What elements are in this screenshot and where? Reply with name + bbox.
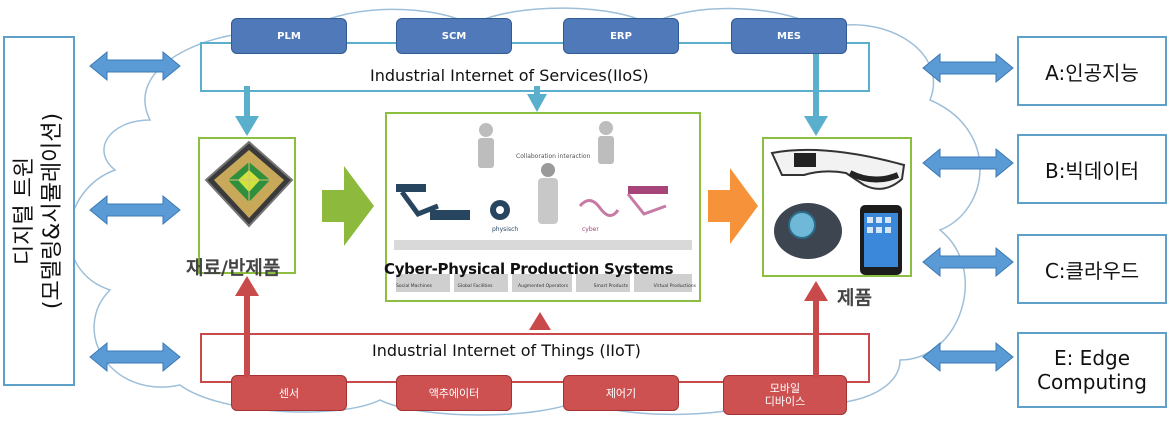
down-arrow-product <box>804 116 828 136</box>
right-box-ai-label: A:인공지능 <box>1045 60 1139 85</box>
cps-bottom-label: Social Machines <box>396 284 432 289</box>
orange-right-arrow <box>708 168 758 244</box>
chip-plm: PLM <box>231 18 347 54</box>
cps-bottom-label: Global Facilities <box>457 284 493 289</box>
right-double-arrow-4 <box>922 341 1014 373</box>
cps-cyber-label: cyber <box>582 226 599 233</box>
chip-mobile-device: 모바일 디바이스 <box>723 375 847 415</box>
product-label: 제품 <box>837 287 872 309</box>
product-devices <box>770 148 906 275</box>
cps-title: Cyber-Physical Production Systems <box>384 260 674 278</box>
right-double-arrow-3 <box>922 246 1014 278</box>
materials-label: 재료/반제품 <box>186 257 281 279</box>
cps-bottom-label: Augmented Operators <box>518 284 569 289</box>
cps-bottom-label: Smart Products <box>593 284 629 289</box>
things-band <box>200 333 870 383</box>
cps-bottom-label: Virtual Productions <box>653 284 696 289</box>
cps-bottom-labels: Social Machines Global Facilities Augmen… <box>396 284 696 289</box>
right-box-ai: A:인공지능 <box>1017 36 1167 106</box>
chip-actuator: 액추에이터 <box>396 375 512 411</box>
up-arrow-materials <box>235 276 259 296</box>
chip-erp: ERP <box>563 18 679 54</box>
left-double-arrow-3 <box>89 341 181 373</box>
up-arrow-product <box>804 281 828 301</box>
right-box-cloud-label: C:클라우드 <box>1044 258 1140 283</box>
down-arrow-materials <box>235 116 259 136</box>
cps-collab-label: Collaboration interaction <box>516 153 591 160</box>
chip-icon <box>204 140 294 228</box>
left-double-arrow-2 <box>89 194 181 226</box>
green-right-arrow <box>322 166 374 246</box>
left-double-arrow-1 <box>89 50 181 82</box>
right-box-bigdata: B:빅데이터 <box>1017 134 1167 204</box>
left-double-arrows <box>89 50 181 373</box>
services-band-label: Industrial Internet of Services(IIoS) <box>370 66 649 85</box>
right-box-bigdata-label: B:빅데이터 <box>1044 158 1140 183</box>
chip-mes: MES <box>731 18 847 54</box>
right-box-cloud: C:클라우드 <box>1017 234 1167 304</box>
right-box-edge: E: Edge Computing <box>1017 332 1167 408</box>
chip-controller: 제어기 <box>563 375 679 411</box>
cps-physical-label: physisch <box>492 226 519 233</box>
right-double-arrow-2 <box>922 147 1014 179</box>
right-double-arrows <box>922 52 1014 373</box>
things-band-label: Industrial Internet of Things (IIoT) <box>372 341 641 360</box>
chip-sensor: 센서 <box>231 375 347 411</box>
right-double-arrow-1 <box>922 52 1014 84</box>
up-arrow-cps <box>529 312 551 330</box>
chip-scm: SCM <box>396 18 512 54</box>
down-arrow-cps <box>527 94 547 112</box>
digital-twin-panel: 디지털 트윈 (모델링&시뮬레이션) <box>3 36 75 386</box>
cps-illustration <box>394 121 692 292</box>
right-box-edge-label: E: Edge Computing <box>1037 346 1147 394</box>
